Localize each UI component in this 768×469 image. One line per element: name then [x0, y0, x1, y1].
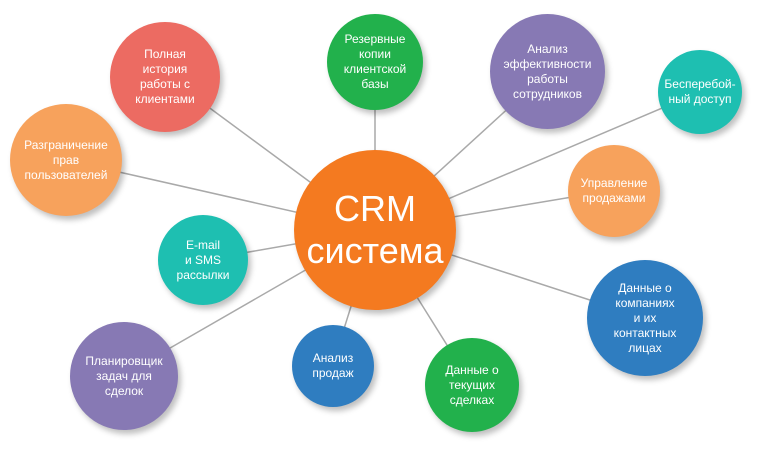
node-crm-system: CRM система	[294, 150, 456, 310]
node-sales-management-label: Управление продажами	[580, 176, 648, 205]
node-sales-analysis: Анализ продаж	[292, 325, 374, 407]
node-history-label: Полная история работы с клиентами	[135, 47, 195, 106]
node-crm-system-label: CRM система	[306, 188, 444, 271]
node-mailing: E-mail и SMS рассылки	[158, 215, 248, 305]
node-scheduler-label: Планировщик задач для сделок	[85, 353, 163, 398]
node-rights-label: Разграничение прав пользователей	[24, 137, 108, 182]
node-efficiency-label: Анализ эффективности работы сотрудников	[503, 41, 592, 101]
node-sales-management: Управление продажами	[568, 145, 660, 237]
node-access: Бесперебой- ный доступ	[658, 50, 742, 134]
node-companies-label: Данные о компаниях и их контактных лицах	[613, 280, 677, 355]
node-sales-analysis-label: Анализ продаж	[312, 351, 354, 380]
node-history: Полная история работы с клиентами	[110, 22, 220, 132]
node-backup: Резервные копии клиентской базы	[327, 14, 423, 110]
node-access-label: Бесперебой- ный доступ	[664, 77, 736, 106]
node-efficiency: Анализ эффективности работы сотрудников	[490, 14, 605, 129]
node-deals: Данные о текущих сделках	[425, 338, 519, 432]
node-backup-label: Резервные копии клиентской базы	[343, 32, 407, 91]
node-rights: Разграничение прав пользователей	[10, 104, 122, 216]
node-scheduler: Планировщик задач для сделок	[70, 322, 178, 430]
node-deals-label: Данные о текущих сделках	[445, 362, 499, 407]
node-mailing-label: E-mail и SMS рассылки	[176, 237, 230, 282]
node-companies: Данные о компаниях и их контактных лицах	[587, 260, 703, 376]
